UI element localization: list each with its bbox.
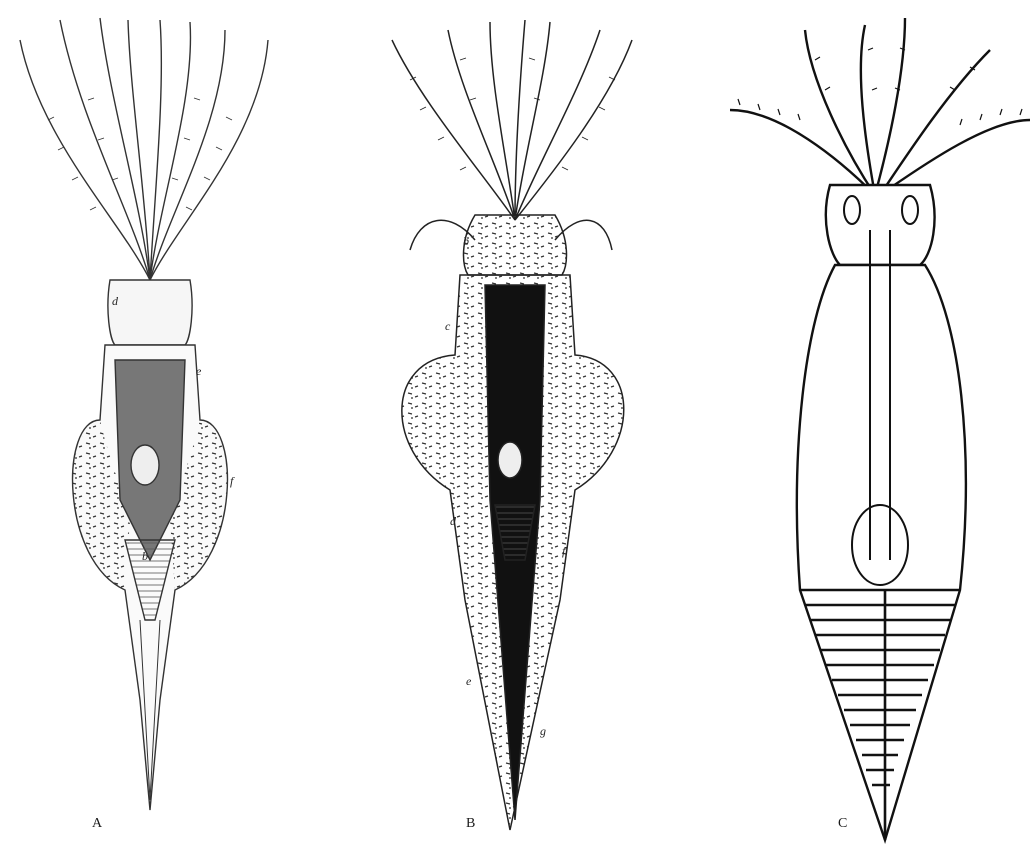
annotation-b-5: e bbox=[466, 674, 472, 688]
annotation-b-3: d bbox=[450, 514, 457, 528]
head-c bbox=[826, 185, 935, 265]
annotation-b-1: b bbox=[463, 234, 469, 248]
annotation-a-1: d bbox=[112, 294, 119, 308]
squid-panel-a: d e b f bbox=[20, 18, 268, 810]
annotation-a-2: e bbox=[196, 364, 202, 378]
panel-label-c: C bbox=[838, 816, 847, 832]
ink-sac-a bbox=[131, 445, 159, 485]
head-a bbox=[108, 280, 192, 345]
ink-sac-b bbox=[498, 442, 522, 478]
squid-panel-b: b c d f e g bbox=[392, 20, 632, 830]
annotation-b-2: c bbox=[445, 319, 451, 333]
annotation-a-4: f bbox=[230, 474, 235, 488]
arms-a bbox=[20, 18, 268, 280]
squid-panel-c bbox=[730, 18, 1030, 840]
panel-label-a: A bbox=[92, 816, 102, 832]
annotation-a-3: b bbox=[142, 549, 148, 563]
arms-c bbox=[730, 18, 1030, 195]
head-b bbox=[464, 215, 567, 275]
panel-label-b: B bbox=[466, 816, 475, 832]
annotation-b-6: g bbox=[540, 724, 546, 738]
